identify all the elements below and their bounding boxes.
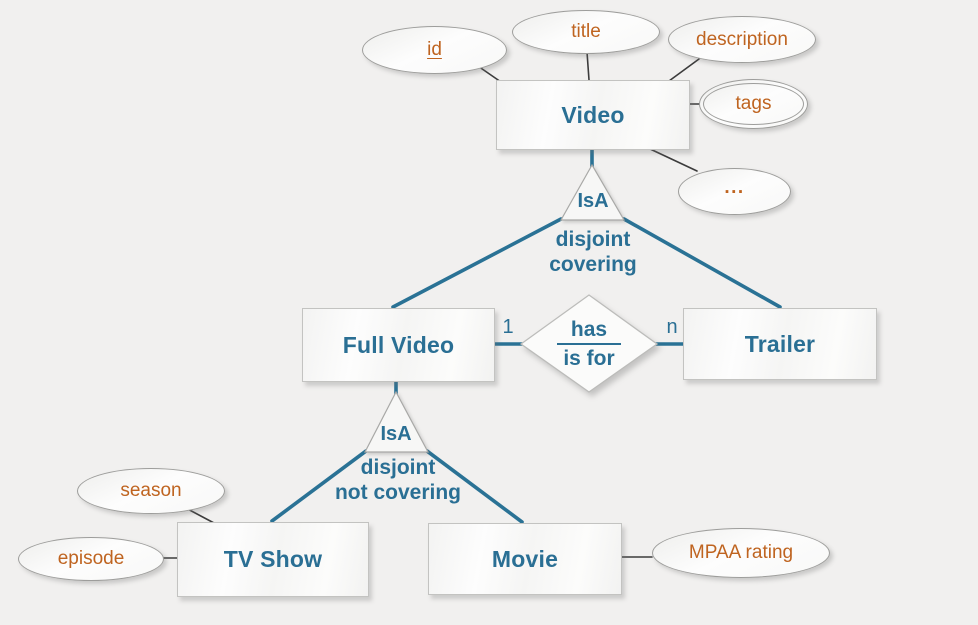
attribute-mpaa-rating: MPAA rating bbox=[652, 528, 830, 578]
attribute-description-label: description bbox=[696, 28, 788, 50]
connector-title-video bbox=[586, 51, 590, 81]
isa1-triangle bbox=[559, 163, 626, 221]
entity-trailer-label: Trailer bbox=[744, 330, 816, 357]
attribute-id-label: id bbox=[427, 39, 442, 60]
attribute-title-label: title bbox=[571, 21, 601, 42]
isa1-constraint: disjoint covering bbox=[513, 227, 673, 277]
entity-full-video: Full Video bbox=[302, 308, 495, 382]
entity-video: Video bbox=[496, 80, 690, 150]
attribute-mpaa-rating-label: MPAA rating bbox=[688, 542, 794, 563]
attribute-season: season bbox=[77, 468, 225, 514]
entity-movie: Movie bbox=[428, 523, 622, 595]
attribute-tags-label: tags bbox=[735, 93, 772, 114]
connector-isa2-tvshow bbox=[270, 449, 368, 523]
connector-isa2-movie bbox=[425, 449, 524, 524]
entity-video-label: Video bbox=[561, 101, 625, 128]
attribute-tags: tags bbox=[699, 79, 808, 129]
isa2-constraint: disjoint not covering bbox=[308, 455, 488, 505]
attribute-episode-label: episode bbox=[57, 548, 125, 569]
isa2-label: IsA bbox=[380, 422, 412, 445]
isa2-triangle bbox=[364, 390, 429, 453]
connector-more-video bbox=[647, 147, 698, 172]
isa2-constraint-line1: disjoint bbox=[360, 456, 436, 479]
entity-tv-show: TV Show bbox=[177, 522, 369, 597]
entity-tv-show-label: TV Show bbox=[223, 546, 323, 572]
relationship-reverse-label: is for bbox=[563, 347, 615, 370]
attribute-episode: episode bbox=[18, 537, 164, 581]
isa1-constraint-line1: disjoint bbox=[555, 228, 631, 251]
entity-movie-label: Movie bbox=[491, 545, 559, 572]
relationship-forward-label: has bbox=[556, 318, 622, 345]
attribute-more: ... bbox=[678, 168, 791, 215]
connector-description-video bbox=[668, 58, 700, 82]
attribute-more-label: ... bbox=[724, 176, 745, 198]
cardinality-right: n bbox=[666, 316, 678, 338]
cardinality-left: 1 bbox=[502, 316, 514, 338]
entity-trailer: Trailer bbox=[683, 308, 877, 380]
attribute-title: title bbox=[512, 10, 660, 54]
attribute-description: description bbox=[668, 16, 816, 63]
isa2-constraint-line2: not covering bbox=[334, 481, 461, 504]
relationship-label: has is for bbox=[521, 296, 657, 392]
entity-full-video-label: Full Video bbox=[342, 331, 455, 358]
isa1-label: IsA bbox=[577, 189, 609, 212]
attribute-id: id bbox=[362, 26, 507, 74]
connector-isa1-fullvideo bbox=[391, 217, 563, 309]
connector-isa1-trailer bbox=[622, 217, 782, 309]
attribute-season-label: season bbox=[120, 480, 182, 501]
isa1-constraint-line2: covering bbox=[549, 253, 637, 276]
